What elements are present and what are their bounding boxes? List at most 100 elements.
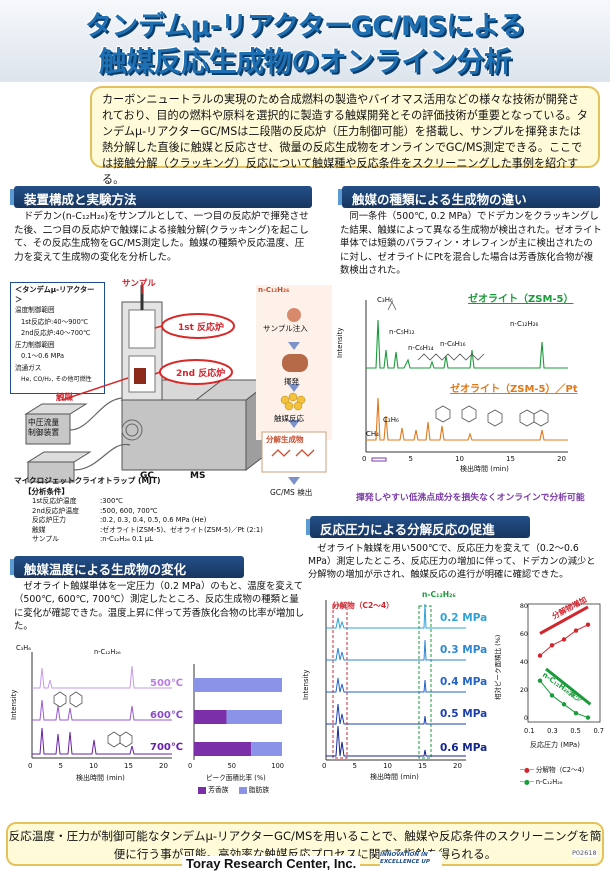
x-tick: 10: [89, 762, 98, 770]
condition-value: :300℃: [100, 497, 123, 505]
peak-label: C₂H₆: [383, 416, 399, 424]
label-gc: GC: [140, 471, 154, 481]
catalyst-chromatogram: [365, 300, 568, 462]
condition-value: :ゼオライト(ZSM-5)、ゼオライト(ZSM-5)／Pt (2:1): [100, 525, 263, 534]
setup-text: ドデカン(n-C₁₂H₂₆)をサンプルとして、一つ目の反応炉で揮発させた後、二つ…: [14, 211, 309, 263]
x-axis-label: 検出時間 (min): [76, 774, 125, 782]
condition-value: :n-C₁₂H₂₆ 0.1 μL: [100, 535, 154, 544]
scatter-point: [549, 643, 555, 648]
scatter-point: [585, 622, 591, 627]
spec-line: 0.1～0.6 MPa: [21, 352, 65, 360]
intro-box: カーボンニュートラルの実現のため合成燃料の製造やバイオマス活用などの様々な技術が…: [90, 86, 600, 186]
label-zsm5: ゼオライト（ZSM-5）: [468, 294, 574, 305]
page-title-line1: タンデムμ-リアクターGC/MSによる: [85, 11, 525, 42]
conditions-title: 【分析条件】: [24, 487, 69, 496]
y-tick: 80: [519, 602, 528, 610]
x-tick: 20: [453, 762, 462, 770]
x-tick: 15: [124, 762, 133, 770]
peak-label: C₃H₆: [377, 296, 393, 304]
box-label-decomposition: 分解物（C2～4）: [332, 601, 394, 610]
scatter-point: [573, 710, 579, 716]
title-banner: タンデムμ-リアクターGC/MSによる 触媒反応生成物のオンライン分析: [0, 0, 610, 82]
flow-step: GC/MS 検出: [270, 488, 313, 497]
section-heading-temperature: 触媒温度による生成物の変化: [10, 556, 244, 578]
x-tick: 0: [28, 762, 33, 770]
scatter-point: [561, 702, 567, 707]
y-tick: 60: [519, 630, 528, 638]
scatter-y-ticks: 0 20 40 60 80: [514, 602, 528, 722]
condition-value: :0.2, 0.3, 0.4, 0.5, 0.6 MPa (He): [100, 516, 207, 525]
scatter-point: [549, 693, 555, 698]
y-axis-label: Intensity: [336, 327, 344, 358]
x-tick: 15: [418, 762, 427, 770]
x-axis-label: 検出時間 (min): [460, 465, 509, 473]
temp-label: 500℃: [150, 678, 183, 689]
peak-label: n-C₆H₁₆: [440, 340, 466, 348]
x-tick: 10: [455, 455, 464, 463]
bar-segment: [226, 710, 282, 724]
x-tick: 5: [352, 762, 357, 770]
spec-line: 流通ガス: [15, 363, 42, 372]
condition-label: サンプル: [32, 535, 59, 544]
pressure-chromatogram: [325, 600, 466, 761]
temperature-text: ゼオライト触媒単体を一定圧力（0.2 MPa）のもと、温度を変えて（500℃, …: [14, 581, 305, 633]
spec-line: He, CO/H₂, その他可燃性: [21, 376, 92, 383]
company-name: Toray Research Center, Inc.: [182, 856, 361, 871]
scatter-point: [573, 628, 579, 633]
company-tagline: INNOVATION IN EXCELLENCE UP: [380, 852, 442, 866]
box-label-dodecane: n-C₁₂H₂₆: [422, 590, 456, 599]
scatter-frame: [527, 603, 601, 723]
y-tick: 0: [523, 714, 528, 722]
y-axis-label: Intensity: [10, 689, 18, 720]
x-tick: 0.1: [524, 727, 535, 735]
pressure-label: 0.2 MPa: [440, 612, 488, 624]
label-zsm5-pt: ゼオライト（ZSM-5）／Pt: [450, 384, 578, 395]
pressure-text: ゼオライト触媒を用い500℃で、反応圧力を変えて（0.2～0.6 MPa）測定し…: [308, 543, 596, 580]
x-ticks: 0 5 10 15 20: [322, 762, 462, 770]
pressure-label: 0.5 MPa: [440, 708, 488, 720]
x-tick: 5: [408, 455, 413, 463]
x-tick: 5: [58, 762, 63, 770]
x-tick: 100: [271, 762, 284, 770]
x-tick: 10: [383, 762, 392, 770]
scatter-y-label: 相対ピーク面積比 (%): [494, 634, 502, 700]
x-tick: 0: [322, 762, 327, 770]
legend-label: 分解物（C2～4）: [535, 766, 589, 774]
spec-line: 温度制御範囲: [15, 306, 55, 314]
label-reactor1: 1st 反応炉: [178, 323, 225, 333]
temp-label: 700℃: [150, 742, 183, 753]
temp-label: 600℃: [150, 710, 183, 721]
trend-arrow-down: [545, 667, 592, 706]
page-title-line2: 触媒反応生成物のオンライン分析: [98, 45, 512, 78]
peak-label: CH₄: [366, 430, 379, 438]
scatter-legend: ─●─ 分解物（C2～4） ─●─ n-C₁₂H₂₆: [520, 766, 589, 786]
bar-x-ticks: 0 50 100: [188, 762, 284, 770]
legend-label: n-C₁₂H₂₆: [535, 778, 563, 786]
bar-legend: 芳香族 脂肪族: [198, 784, 269, 794]
pressure-label: 0.6 MPa: [440, 742, 488, 754]
apparatus-illustration: [24, 282, 332, 485]
x-axis-label: 検出時間 (min): [370, 773, 419, 781]
bar-segment: [194, 742, 252, 756]
scatter-point: [585, 715, 591, 720]
flow-step: サンプル注入: [263, 324, 308, 333]
conditions-block: 【分析条件】 1st反応炉温度:300℃ 2nd反応炉温度:500, 600, …: [24, 487, 264, 545]
pressure-label: 0.3 MPa: [440, 644, 488, 656]
x-ticks: 0 5 10 15 20: [362, 455, 566, 463]
x-tick: 20: [557, 455, 566, 463]
spec-line: 2nd反応炉:40～700℃: [21, 329, 91, 337]
x-tick: 0.3: [547, 727, 558, 735]
section-heading-pressure: 反応圧力による分解反応の促進: [306, 516, 530, 538]
x-ticks: 0 5 10 15 20: [28, 762, 168, 770]
label-catalyst: 触媒: [56, 393, 74, 403]
legend-label: 芳香族: [208, 786, 229, 794]
peak-label: C₃H₆: [16, 644, 31, 652]
x-tick: 0: [188, 762, 193, 770]
section-heading-setup: 装置構成と実験方法: [10, 186, 312, 208]
condition-label: 1st反応炉温度: [32, 497, 77, 505]
temperature-bar-chart: [193, 664, 282, 760]
bar-segment: [194, 710, 227, 724]
poster-code: P02618: [572, 849, 597, 857]
bar-segment: [251, 742, 282, 756]
y-axis-label: Intensity: [302, 669, 310, 700]
